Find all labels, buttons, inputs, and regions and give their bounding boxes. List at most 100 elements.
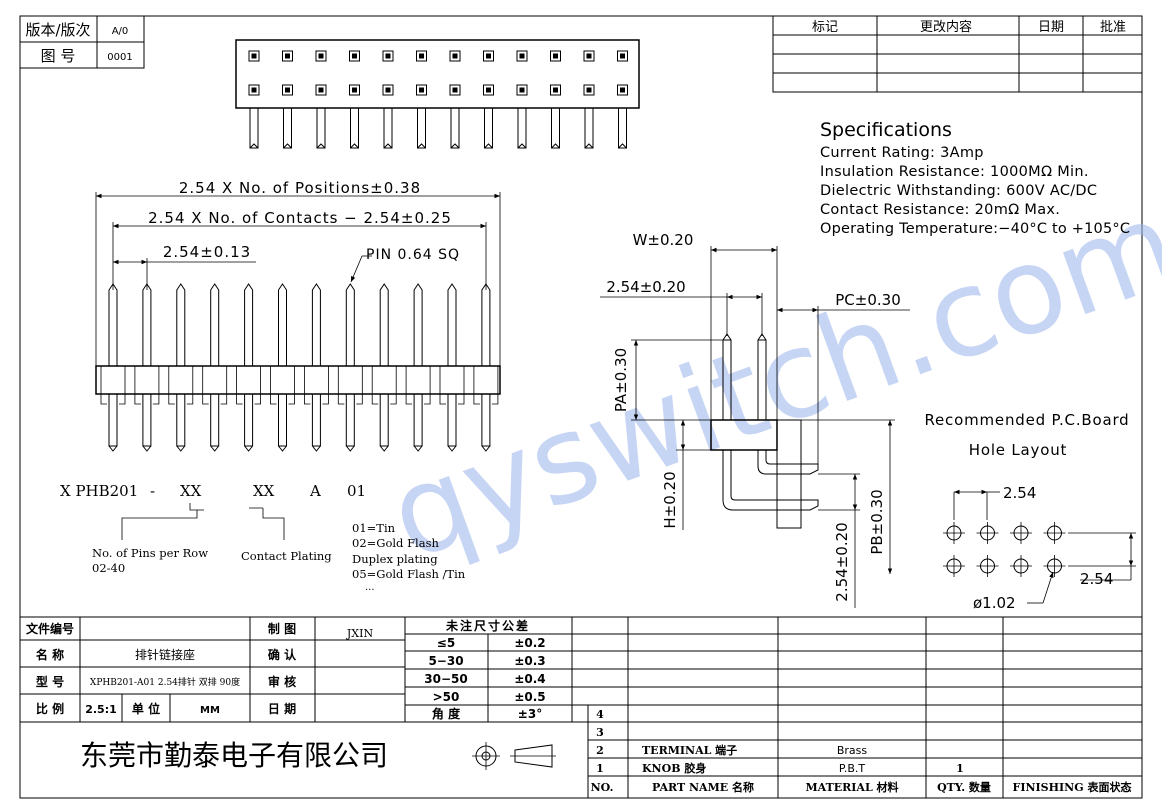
top-pin-core [519,53,525,59]
plating-opt-0: 01=Tin [352,521,396,535]
change-header-approve: 批准 [1100,20,1126,35]
top-pin-core [486,87,491,93]
top-pin-tail [517,107,527,149]
front-pin-upper [176,283,186,366]
top-pin-tip [618,143,627,149]
bom-part: TERMINAL 端子 [642,743,737,757]
tolerance-range: 5−30 [428,654,463,668]
front-pin-lower-tip [244,445,253,452]
top-pin-tail [584,107,594,149]
spec-line-3: Contact Resistance: 20mΩ Max. [820,202,1060,218]
bom-material: P.B.T [839,762,865,775]
bom-header-finish: FINISHING 表面状态 [1013,780,1132,794]
front-pin-upper [345,283,355,366]
top-pin-core [419,53,424,59]
company-name: 东莞市勤泰电子有限公司 [80,739,388,772]
top-pin-tail [618,107,627,149]
top-pin-square [349,50,360,62]
front-pin-lower-tip [312,445,321,452]
front-pin-lower [345,393,355,447]
front-pin-upper [413,283,423,366]
hole-diameter: ø1.02 [973,594,1016,612]
top-pin-tip [283,143,292,149]
front-view: 2.54 X No. of Positions±0.38 2.54 X No. … [95,179,501,452]
top-pin-core [620,53,625,59]
change-header-content: 更改内容 [920,19,972,35]
tolerance-value: ±0.2 [514,636,545,650]
front-pin-lower-tip [176,445,186,452]
top-pin-square [282,84,293,96]
hole-layout-title: Recommended P.C.Board [924,411,1129,429]
part-code-suffix-01: 01 [347,482,366,500]
front-pin-lower-tip [413,445,423,452]
front-pin-upper [108,283,118,366]
top-pin-core [251,87,257,93]
projection-symbol-icon [472,742,556,770]
bom-header-qty: QTY. 数量 [937,780,991,794]
front-pin-lower-tip [142,445,152,452]
tolerance-value: ±0.3 [514,654,545,668]
plating-opt-2: Duplex plating [352,552,438,566]
top-pin-tail [551,107,560,149]
front-pin-lower [311,393,321,447]
top-pin-square [416,50,427,62]
front-pin-lower [379,393,389,447]
audit-label: 审 核 [268,674,296,689]
front-pin-lower [108,393,118,447]
drawing-no-value: 0001 [107,52,132,63]
front-pin-lower [210,393,220,447]
name-value: 排针链接座 [135,647,195,662]
front-pin-standoff [473,366,499,405]
front-pin-upper [379,283,389,366]
top-pin-core [553,87,558,93]
front-pin-standoff [134,366,160,405]
top-pin-tail [249,107,259,149]
top-pin-tail [417,107,426,149]
top-pin-core [586,87,592,93]
checked-label: 确 认 [268,647,297,662]
specifications: Specifications Current Rating: 3Amp Insu… [820,119,1130,237]
dim-h: H±0.20 [661,471,679,528]
spec-title: Specifications [820,119,952,141]
top-pin-tail [283,107,292,149]
top-pin-square [282,50,293,62]
top-pin-core [452,53,458,59]
part-code-prefix: X PHB201 [60,482,138,500]
top-pin-square [382,84,394,96]
top-pin-square [416,84,427,96]
plating-opt-1: 02=Gold Flash [352,536,439,550]
front-pin-standoff [168,366,194,405]
hole-layout: Recommended P.C.Board Hole Layout 2.54 2… [924,411,1136,612]
top-pin-tip [383,143,393,149]
revision-box: 版本/版次 A/0 图 号 0001 [19,15,145,69]
front-pin-upper [311,283,321,366]
top-pin-core [553,53,558,59]
top-pin-tip [450,143,460,149]
tolerance-range: 30−50 [424,672,467,686]
top-pin-core [352,53,357,59]
top-pin-core [586,53,592,59]
front-pin-standoff [337,366,363,405]
top-pin-square [449,50,461,62]
front-pin-upper [481,283,491,366]
model-label: 型 号 [36,674,64,689]
tolerance-title: 未注尺寸公差 [445,618,530,633]
spec-line-1: Insulation Resistance: 1000MΩ Min. [820,164,1089,180]
top-pin-tip [417,143,426,149]
plating-opt-4: ... [365,582,375,593]
bom-no: 2 [596,744,604,757]
bom-no: 1 [596,762,604,775]
front-pin-upper [278,283,287,366]
front-pin-lower [176,393,186,447]
top-pin-square [516,50,528,62]
front-pin-lower [142,393,152,447]
top-pin-square [315,84,327,96]
dim-side-pitch: 2.54±0.20 [606,278,685,296]
front-pin-lower-tip [481,445,491,452]
top-pin-tail [484,107,493,149]
name-label: 名 称 [36,647,64,662]
dim-contacts: 2.54 X No. of Contacts − 2.54±0.25 [148,209,452,227]
model-value: XPHB201-A01 2.54排针 双排 90度 [90,676,240,688]
top-pin-tail [350,107,359,149]
front-pin-lower [278,393,287,447]
